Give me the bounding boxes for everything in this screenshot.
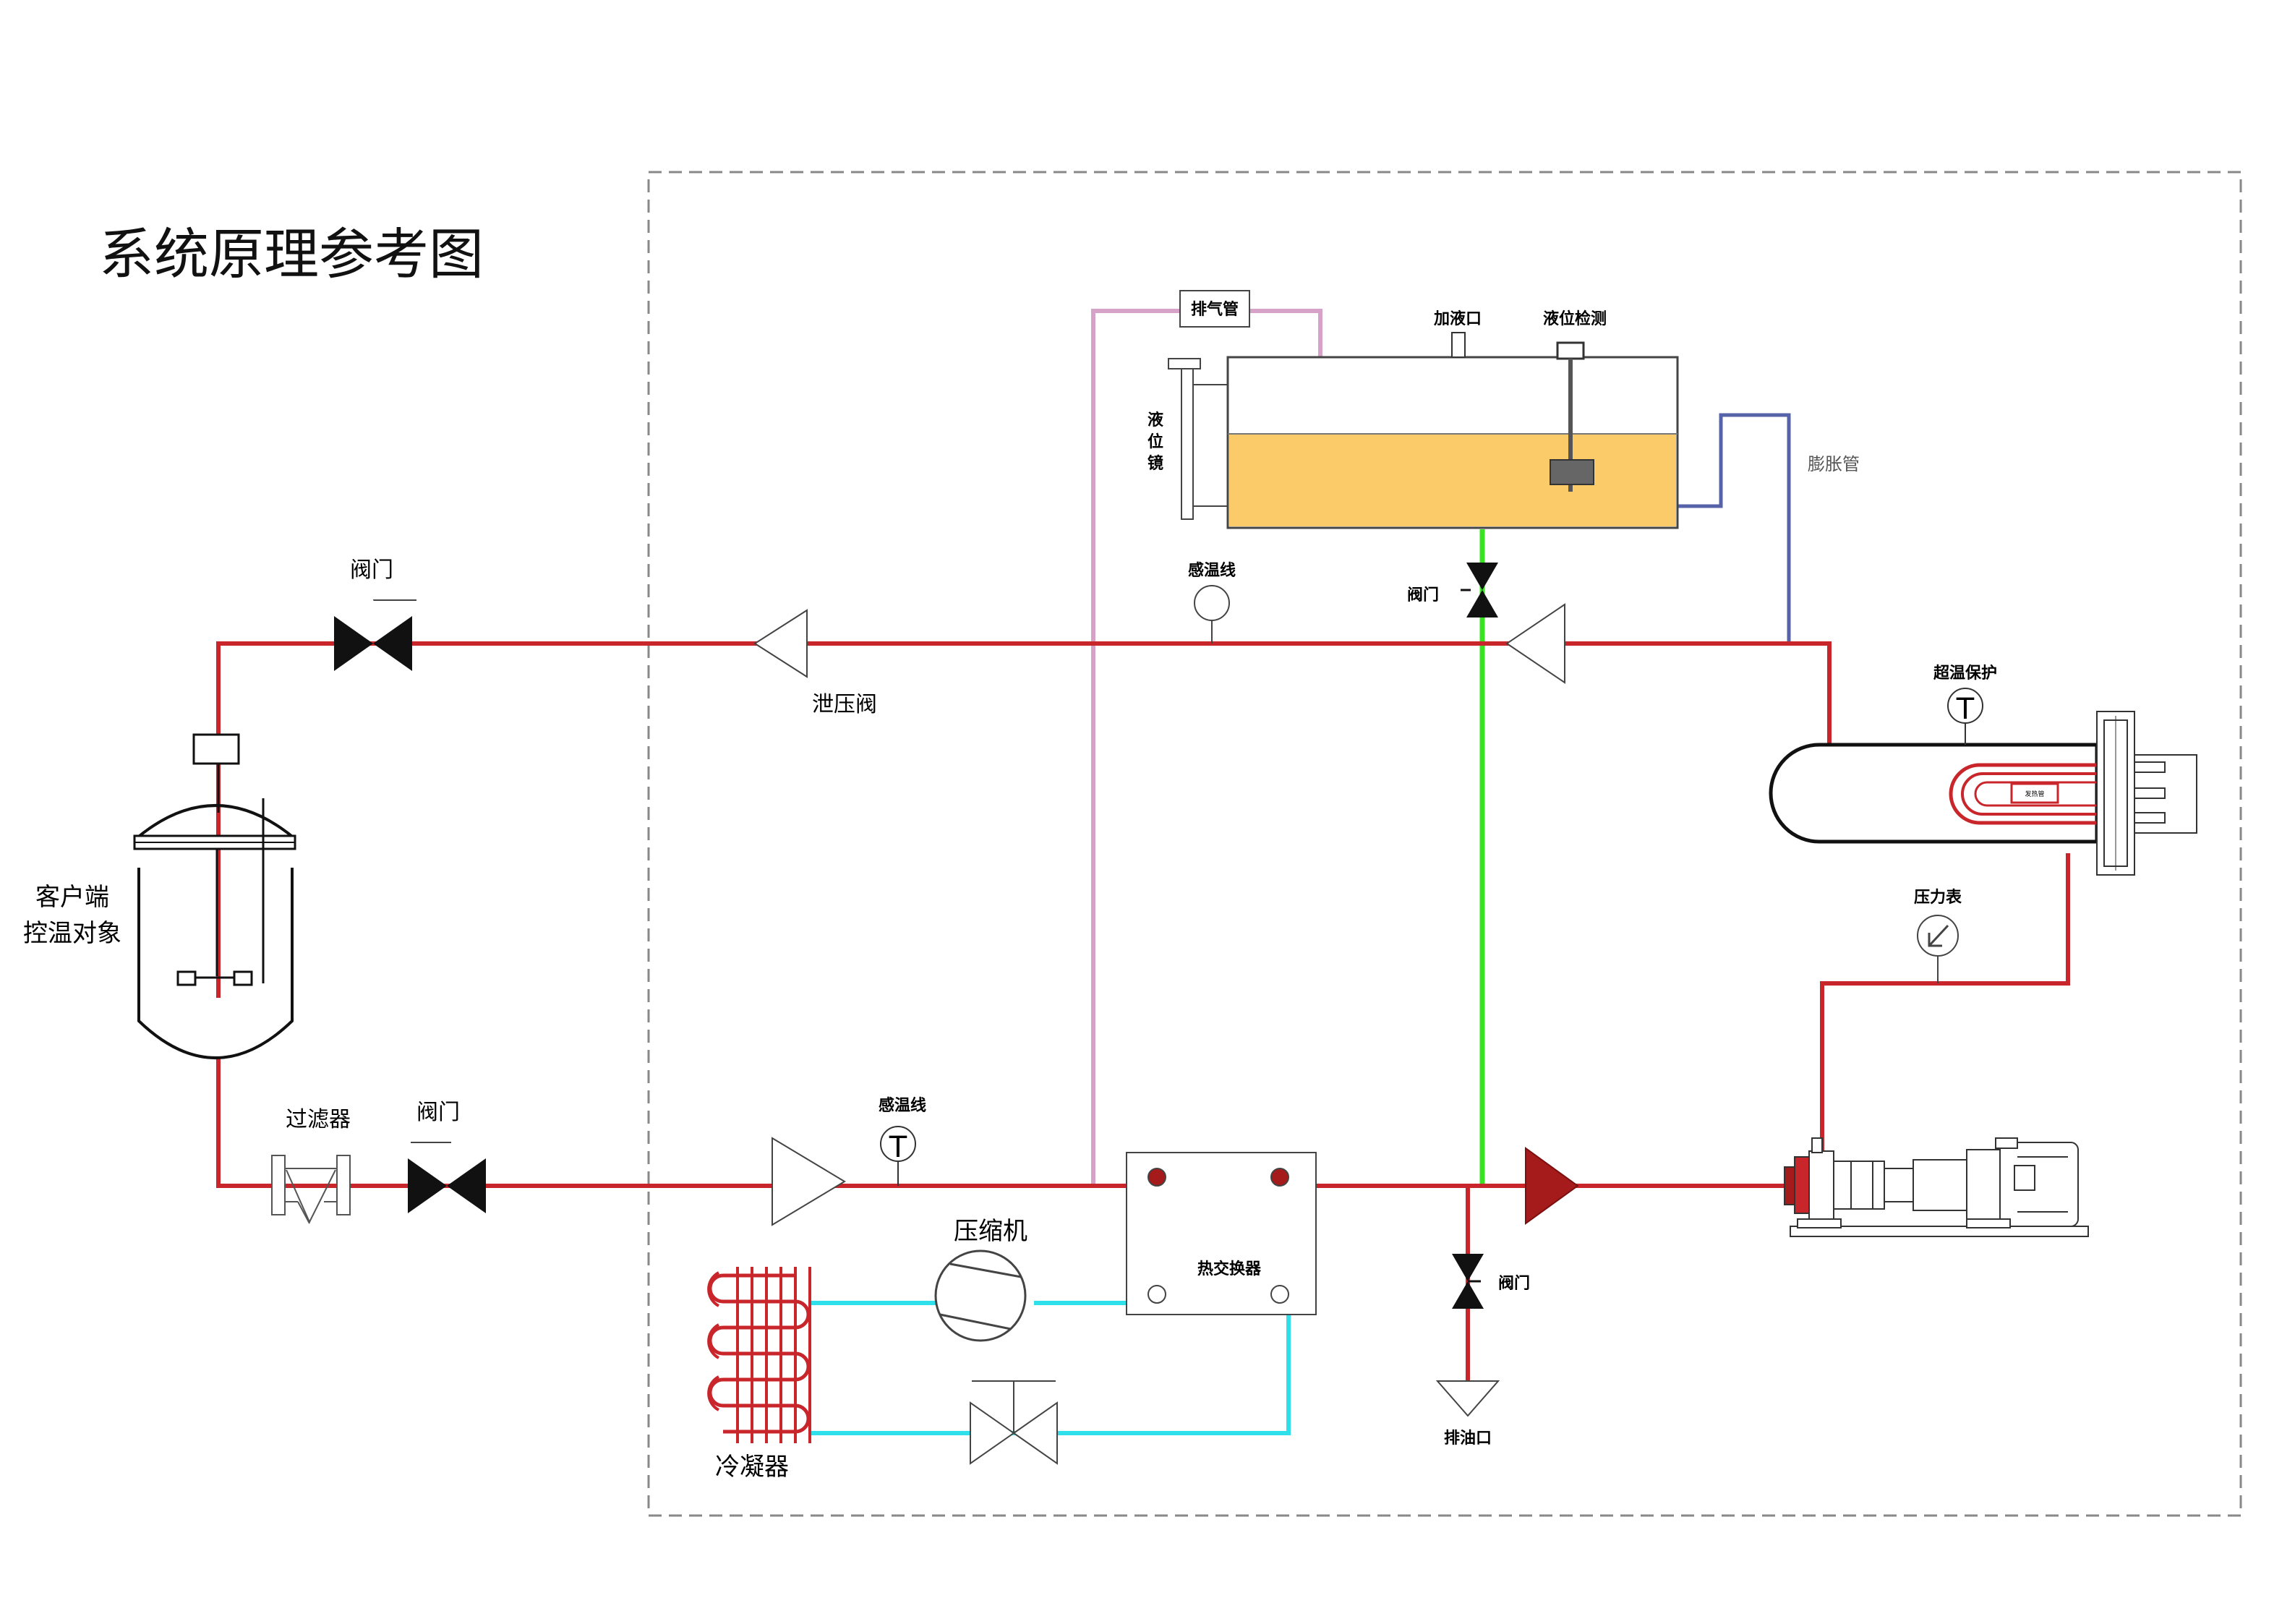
vent-pipe-box — [1179, 290, 1250, 328]
circulation-pump — [1784, 1137, 2089, 1237]
svg-text:镜: 镜 — [1148, 454, 1163, 473]
drain-valve[interactable] — [1452, 1254, 1484, 1309]
top-left-valve-label: 阀门 — [350, 557, 393, 583]
vent-pipe — [1091, 309, 1180, 1186]
compressor-label: 压缩机 — [954, 1217, 1027, 1246]
level-detect-label: 液位检测 — [1543, 309, 1607, 328]
check-valve-bottom-left — [772, 1137, 846, 1226]
expansion-pipe — [1676, 413, 1791, 644]
heat-exchanger-label: 热交换器 — [1197, 1260, 1262, 1278]
level-float — [1550, 459, 1594, 485]
check-valve-pump — [1525, 1147, 1579, 1225]
pressure-gauge-label: 压力表 — [1914, 889, 1962, 907]
pump-discharge-pipe — [1820, 853, 2070, 1166]
drain-port-label: 排油口 — [1444, 1429, 1492, 1448]
expansion-tank — [1168, 332, 1679, 529]
level-detector-head — [1556, 341, 1585, 360]
svg-text:液: 液 — [1148, 411, 1163, 429]
fill-port — [1451, 332, 1466, 358]
vent-pipe-right — [1249, 309, 1322, 357]
condenser — [707, 1267, 811, 1443]
bottom-left-valve-label: 阀门 — [416, 1100, 460, 1125]
fill-port-label: 加液口 — [1433, 309, 1482, 328]
bottom-left-valve[interactable] — [408, 1142, 486, 1213]
expansion-pipe-label: 膨胀管 — [1808, 454, 1860, 474]
svg-text:发热管: 发热管 — [2025, 790, 2044, 798]
temp-sensor-bottom-label: 感温线 — [879, 1096, 926, 1115]
tank-valve-label: 阀门 — [1407, 586, 1439, 604]
over-temp-label: 超温保护 — [1933, 664, 1997, 683]
filter — [271, 1155, 351, 1224]
over-temp-sensor: T — [1947, 688, 1983, 745]
level-gauge — [1181, 364, 1194, 520]
client-label-line2: 控温对象 — [23, 919, 121, 948]
refrigerant-expansion-valve[interactable] — [970, 1380, 1058, 1465]
svg-text:位: 位 — [1148, 432, 1163, 451]
condenser-label: 冷凝器 — [715, 1453, 789, 1482]
drain-port — [1435, 1380, 1500, 1417]
client-reactor — [133, 733, 296, 1059]
check-valve-top-right — [1505, 603, 1565, 684]
drain-valve-label: 阀门 — [1498, 1274, 1530, 1293]
equipment-boundary — [647, 171, 2242, 1517]
temp-sensor-top — [1194, 585, 1230, 644]
vent-pipe-label: 排气管 — [1191, 300, 1239, 319]
diagram-title: 系统原理参考图 — [99, 222, 484, 286]
relief-valve[interactable] — [753, 609, 808, 678]
return-pipe-top — [216, 641, 1832, 998]
svg-text:T: T — [889, 1131, 907, 1164]
filter-label: 过滤器 — [286, 1107, 351, 1132]
temp-sensor-bottom: T — [880, 1126, 916, 1186]
heat-exchanger — [1126, 1152, 1317, 1315]
oil-level — [1229, 434, 1676, 526]
temp-sensor-top-label: 感温线 — [1188, 561, 1236, 580]
pressure-gauge — [1917, 915, 1959, 983]
heater-tube-tag — [2010, 782, 2059, 804]
level-gauge-label: 液 位 镜 — [1148, 411, 1163, 473]
svg-text:T: T — [1956, 693, 1975, 726]
top-left-valve[interactable] — [334, 599, 416, 671]
client-label-line1: 客户端 — [35, 883, 109, 912]
refrigerant-pipe-lower — [810, 1306, 1291, 1435]
compressor — [934, 1249, 1027, 1342]
relief-valve-label: 泄压阀 — [812, 692, 877, 717]
heater-vessel: 发热管 — [1769, 711, 2197, 876]
tank-outlet-valve[interactable] — [1461, 563, 1498, 617]
